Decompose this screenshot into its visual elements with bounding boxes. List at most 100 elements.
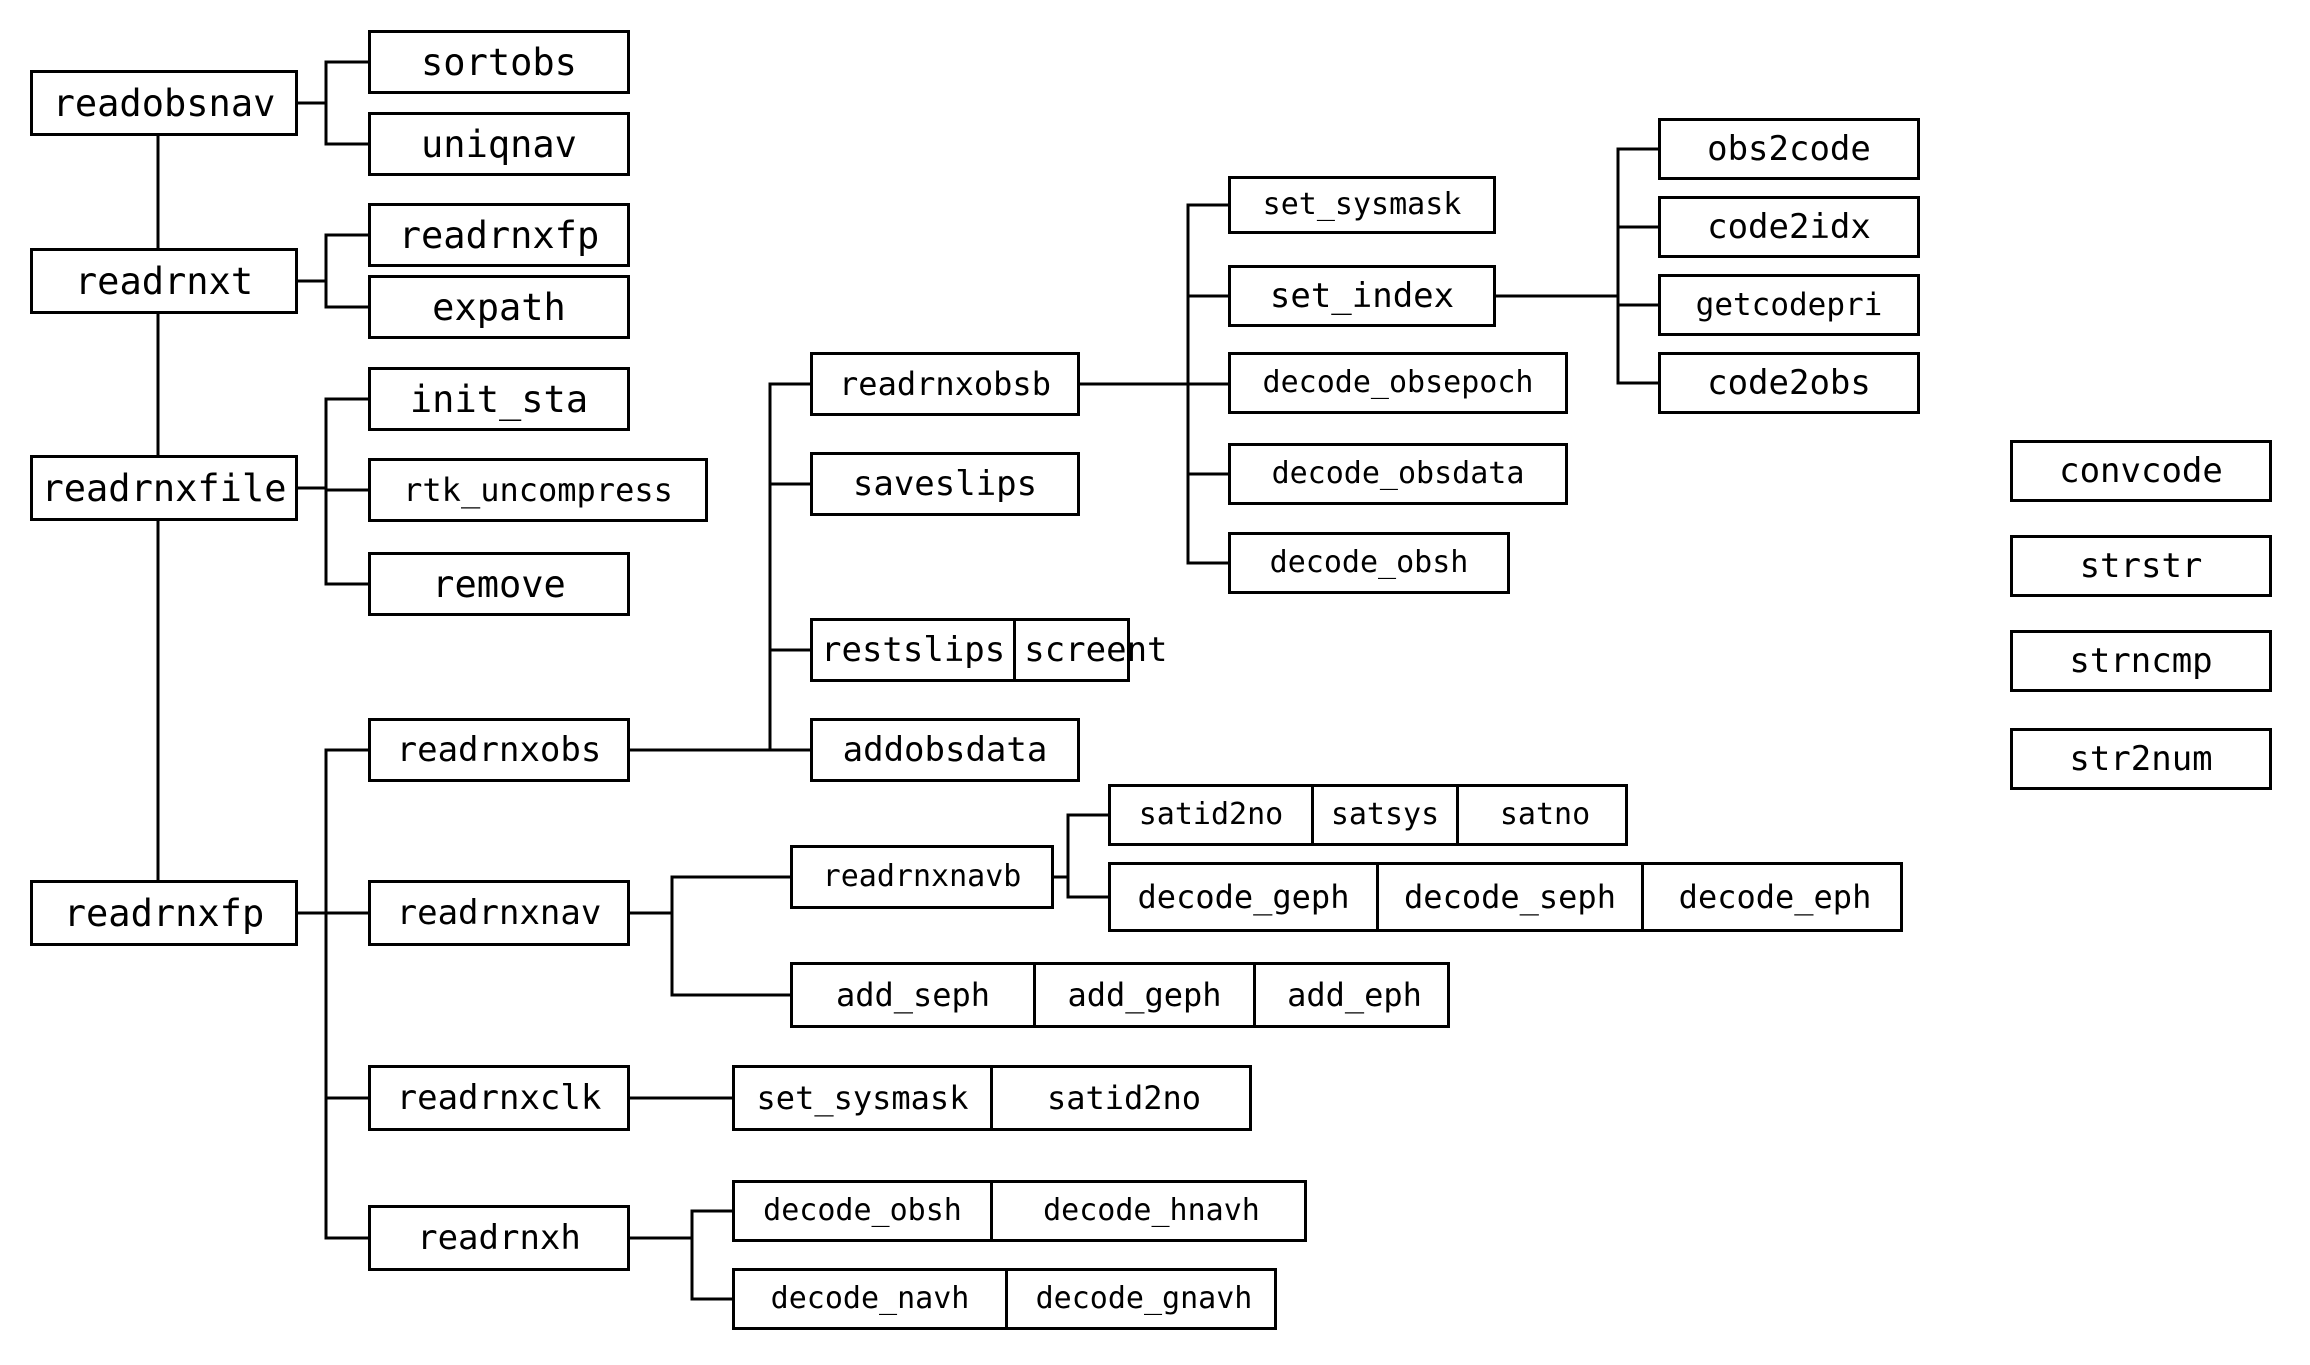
node-sortobs[interactable]: sortobs <box>368 30 630 94</box>
node-label: add_seph <box>835 976 991 1014</box>
node-label: decode_gnavh <box>1005 1271 1280 1327</box>
node-label: satsys <box>1311 787 1456 843</box>
node-readrnxh[interactable]: readrnxh <box>368 1205 630 1271</box>
node-label: expath <box>432 285 566 329</box>
node-getcodepri[interactable]: getcodepri <box>1658 274 1920 336</box>
node-expath[interactable]: expath <box>368 275 630 339</box>
node-label: decode_obsh <box>763 1193 962 1228</box>
node-label: strncmp <box>2069 641 2213 681</box>
node-strncmp[interactable]: strncmp <box>2010 630 2272 692</box>
node-label: rtk_uncompress <box>403 471 673 509</box>
node-label: readrnxnavb <box>822 859 1022 894</box>
node-decode_obsdata[interactable]: decode_obsdata <box>1228 443 1568 505</box>
node-strstr[interactable]: strstr <box>2010 535 2272 597</box>
node-label: screent <box>1013 621 1175 679</box>
node-label: satno <box>1456 787 1631 843</box>
node-saveslips[interactable]: saveslips <box>810 452 1080 516</box>
node-decode_obsh[interactable]: decode_obsh <box>1228 532 1510 594</box>
node-addobsdata[interactable]: addobsdata <box>810 718 1080 782</box>
node-label: decode_obsh <box>1269 545 1469 580</box>
node-readrnxfile[interactable]: readrnxfile <box>30 455 298 521</box>
node-readrnxobs[interactable]: readrnxobs <box>368 718 630 782</box>
edge-readobsnav-to-sortobs <box>296 60 370 105</box>
node-label: readrnxh <box>417 1218 581 1258</box>
edge-hub_idx-to-code2obs <box>1616 294 1660 385</box>
node-decode_obsepoch[interactable]: decode_obsepoch <box>1228 352 1568 414</box>
node-label: add_geph <box>1033 965 1253 1025</box>
edge-hub_idx-to-obs2code <box>1616 147 1660 298</box>
node-label: set_sysmask <box>756 1079 969 1117</box>
node-label: readrnxt <box>74 259 254 303</box>
node-readrnxclk[interactable]: readrnxclk <box>368 1065 630 1131</box>
edge-hub_h-to-navh_gnavh_row <box>690 1236 734 1301</box>
node-label: readrnxobsb <box>839 365 1051 403</box>
node-label: str2num <box>2069 739 2213 779</box>
node-label: decode_obsepoch <box>1262 365 1534 400</box>
node-readrnxobsb[interactable]: readrnxobsb <box>810 352 1080 416</box>
node-label: init_sta <box>409 377 589 421</box>
edge-hub_navb-to-satid2no_row <box>1066 813 1110 879</box>
node-readrnxfp_child[interactable]: readrnxfp <box>368 203 630 267</box>
node-readrnxt[interactable]: readrnxt <box>30 248 298 314</box>
node-label: readrnxfp <box>398 213 600 257</box>
node-label: addobsdata <box>842 730 1048 770</box>
node-label: obs2code <box>1707 129 1871 169</box>
node-set_sysmask_top[interactable]: set_sysmask <box>1228 176 1496 234</box>
node-label: readrnxobs <box>396 730 602 770</box>
node-clk_row[interactable]: set_sysmask satid2no <box>732 1065 1252 1131</box>
node-init_sta[interactable]: init_sta <box>368 367 630 431</box>
edge-hub_navb-to-decode_eph_row <box>1066 875 1110 899</box>
node-rtk_uncompress[interactable]: rtk_uncompress <box>368 458 708 522</box>
node-label: restslips <box>821 630 1006 670</box>
node-label: decode_geph <box>1137 878 1350 916</box>
edge-hub_obs-to-readrnxobsb <box>768 382 812 752</box>
node-label: readrnxnav <box>396 893 602 933</box>
node-label: convcode <box>2059 451 2223 491</box>
node-label: getcodepri <box>1695 286 1883 323</box>
node-label: decode_obsdata <box>1271 456 1525 491</box>
edge-hub_nav-to-readrnxnavb <box>670 875 792 915</box>
node-code2obs[interactable]: code2obs <box>1658 352 1920 414</box>
node-label: decode_hnavh <box>990 1183 1310 1239</box>
edge-readobsnav-to-uniqnav <box>324 101 370 146</box>
edge-readrnxt-to-readrnxfp_child <box>296 233 370 283</box>
node-convcode[interactable]: convcode <box>2010 440 2272 502</box>
node-label: readobsnav <box>52 81 276 125</box>
node-label: remove <box>432 562 566 606</box>
node-readrnxfp_root[interactable]: readrnxfp <box>30 880 298 946</box>
node-readrnxnavb[interactable]: readrnxnavb <box>790 845 1054 909</box>
node-label: code2obs <box>1707 363 1871 403</box>
node-readobsnav[interactable]: readobsnav <box>30 70 298 136</box>
node-code2idx[interactable]: code2idx <box>1658 196 1920 258</box>
node-label: satid2no <box>990 1068 1255 1128</box>
node-label: code2idx <box>1707 207 1871 247</box>
node-label: satid2no <box>1138 797 1284 832</box>
node-obs2code[interactable]: obs2code <box>1658 118 1920 180</box>
node-set_index[interactable]: set_index <box>1228 265 1496 327</box>
edge-hub_obsb-to-set_sysmask_top <box>1186 203 1230 386</box>
edge-readrnxfp_root-to-readrnxclk <box>324 911 370 1100</box>
edge-hub_h-to-obsh_hnavh_row <box>690 1209 734 1240</box>
node-label: readrnxfp <box>63 891 265 935</box>
node-obsh_hnavh_row[interactable]: decode_obsh decode_hnavh <box>732 1180 1307 1242</box>
edge-hub_nav-to-add_eph_row <box>670 911 792 997</box>
node-uniqnav[interactable]: uniqnav <box>368 112 630 176</box>
node-label: saveslips <box>852 464 1038 504</box>
node-remove[interactable]: remove <box>368 552 630 616</box>
edge-readrnxfile-to-rtk_uncompress <box>324 486 370 492</box>
node-navh_gnavh_row[interactable]: decode_navh decode_gnavh <box>732 1268 1277 1330</box>
node-readrnxnav[interactable]: readrnxnav <box>368 880 630 946</box>
node-label: decode_navh <box>770 1281 970 1316</box>
node-label: decode_seph <box>1376 865 1641 929</box>
node-label: decode_eph <box>1641 865 1906 929</box>
edge-readrnxt-to-expath <box>324 279 370 309</box>
edge-readrnxfp_root-to-readrnxobs <box>296 748 370 915</box>
node-str2num[interactable]: str2num <box>2010 728 2272 790</box>
node-label: set_index <box>1269 276 1455 316</box>
